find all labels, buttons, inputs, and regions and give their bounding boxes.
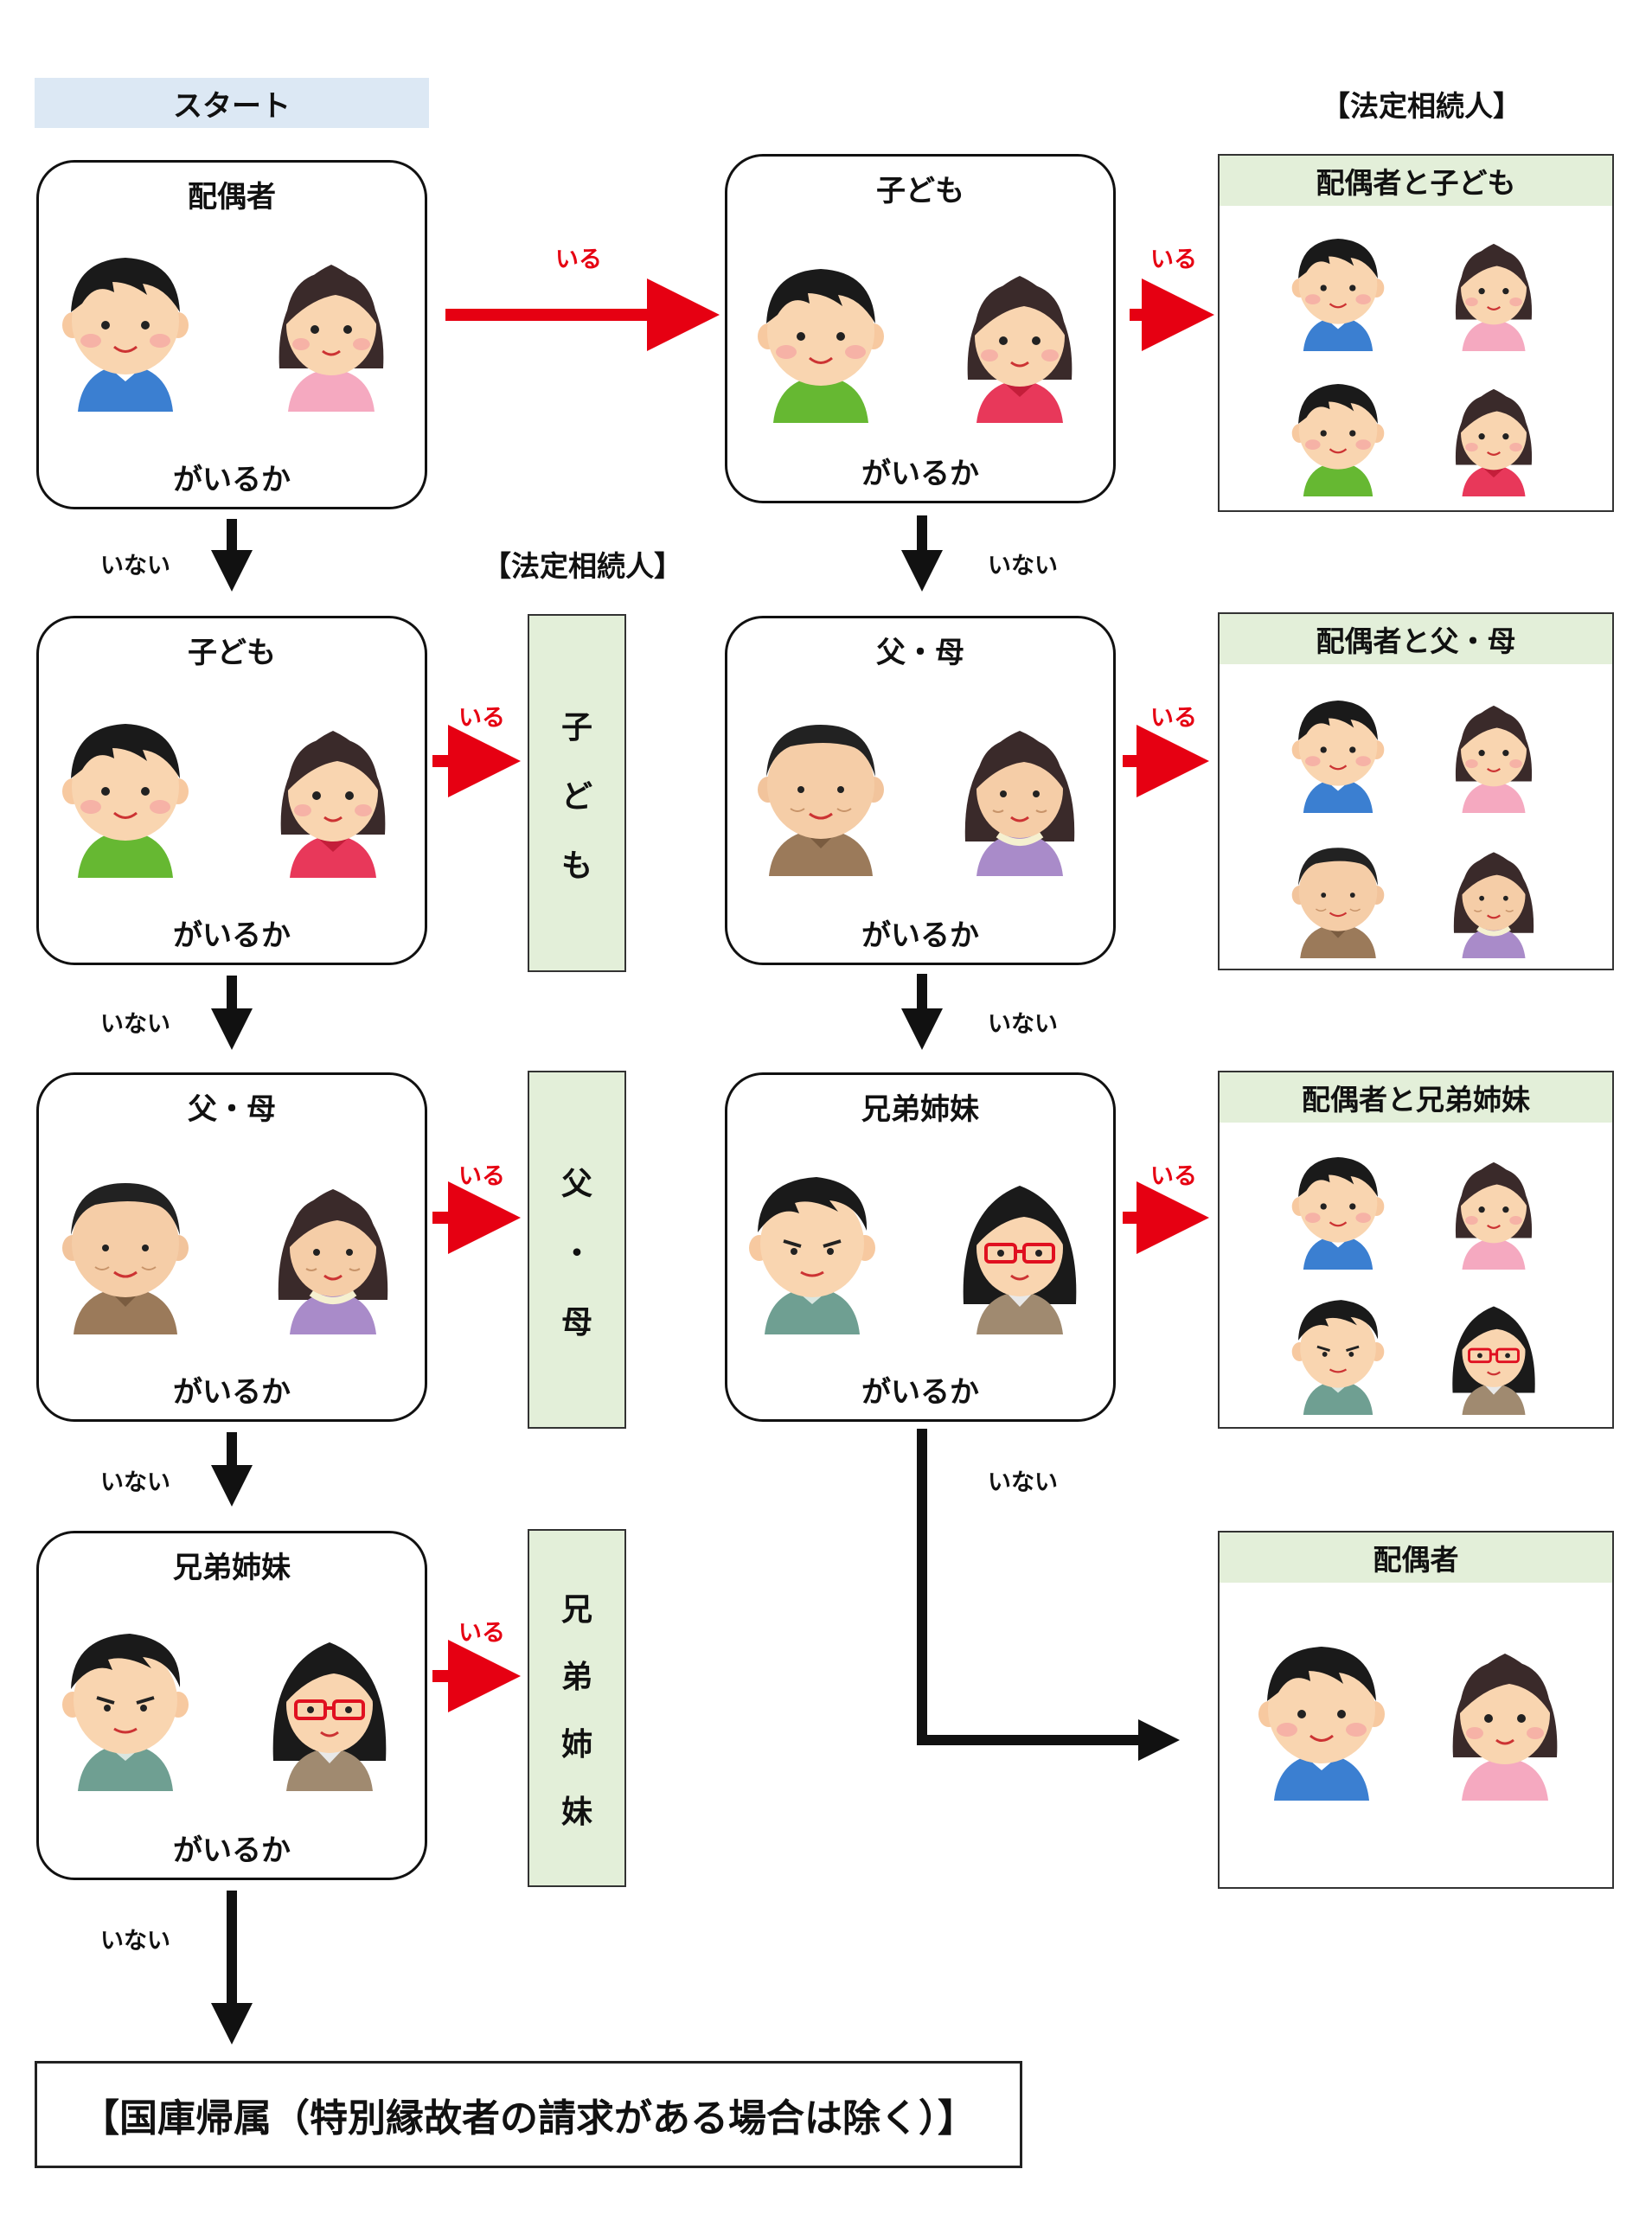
woman-avatar-icon <box>1446 1143 1541 1270</box>
father-avatar-icon <box>1290 832 1386 958</box>
question-siblings: 兄弟姉妹 がいるか <box>36 1531 427 1880</box>
question-parents: 父・母 がいるか <box>36 1072 427 1422</box>
result-char: 姉 <box>560 1727 592 1763</box>
label-no: いない <box>100 1469 170 1496</box>
girl-avatar-icon <box>951 250 1089 423</box>
final-result: 【国庫帰属（特別縁故者の請求がある場合は除く）】 <box>35 2061 1022 2168</box>
heir-header-mid: 【法定相続人】 <box>483 549 682 583</box>
brother-avatar-icon <box>1290 1289 1386 1415</box>
result-title: 配偶者 <box>1220 1533 1612 1583</box>
result-char: ・ <box>560 1236 592 1271</box>
girl-avatar-icon <box>264 705 402 878</box>
question-title: 配偶者 <box>188 180 276 214</box>
sister-avatar-icon <box>1446 1289 1541 1415</box>
question-suffix: がいるか <box>861 918 979 953</box>
result-char: 子 <box>560 710 592 745</box>
man-avatar-icon <box>1290 225 1386 351</box>
mother-avatar-icon <box>264 1161 402 1334</box>
boy-avatar-icon <box>1290 370 1386 496</box>
question-suffix: がいるか <box>173 463 291 497</box>
label-no: いない <box>100 1928 170 1955</box>
result-char: 兄 <box>560 1592 592 1628</box>
result-char: 母 <box>560 1305 592 1341</box>
man-avatar-icon <box>56 239 195 412</box>
question-title: 兄弟姉妹 <box>861 1092 979 1127</box>
man-avatar-icon <box>1290 687 1386 813</box>
result-spouse-and-child: 配偶者と子ども <box>1218 154 1614 512</box>
label-yes: いる <box>458 1620 505 1647</box>
label-no: いない <box>988 553 1058 579</box>
result-char: ど <box>560 779 592 815</box>
result-char: も <box>560 848 592 884</box>
label-yes: いる <box>1150 1163 1197 1190</box>
label-no: いない <box>100 553 170 579</box>
boy-avatar-icon <box>752 250 890 423</box>
question-spouse: 配偶者 がいるか <box>36 160 427 509</box>
result-char: 弟 <box>560 1660 592 1695</box>
question-child: 子ども がいるか <box>36 616 427 965</box>
question-suffix: がいるか <box>173 1375 291 1410</box>
result-char: 妹 <box>560 1795 592 1830</box>
girl-avatar-icon <box>1446 370 1541 496</box>
arrow-no-r3 <box>917 1429 1180 1761</box>
result-title: 配偶者と兄弟姉妹 <box>1220 1072 1612 1123</box>
result-title: 配偶者と子ども <box>1220 156 1612 206</box>
father-avatar-icon <box>752 703 890 876</box>
label-yes: いる <box>1150 246 1197 273</box>
result-siblings-only: 兄 弟 姉 妹 <box>528 1529 626 1887</box>
boy-avatar-icon <box>56 705 195 878</box>
sister-avatar-icon <box>951 1161 1089 1334</box>
result-parents-only: 父 ・ 母 <box>528 1071 626 1429</box>
label-no: いない <box>988 1011 1058 1038</box>
woman-avatar-icon <box>1446 225 1541 351</box>
woman-avatar-icon <box>1436 1628 1574 1801</box>
brother-avatar-icon <box>56 1618 195 1791</box>
question-suffix: がいるか <box>173 918 291 953</box>
result-char: 父 <box>560 1167 592 1202</box>
question-siblings-with-spouse: 兄弟姉妹 がいるか <box>725 1072 1116 1422</box>
brother-avatar-icon <box>743 1161 881 1334</box>
label-no: いない <box>988 1469 1058 1496</box>
question-title: 父・母 <box>188 1092 276 1127</box>
result-child-only: 子 ど も <box>528 614 626 972</box>
question-title: 子ども <box>876 174 964 208</box>
label-yes: いる <box>555 246 602 273</box>
result-spouse-and-siblings: 配偶者と兄弟姉妹 <box>1218 1071 1614 1429</box>
label-no: いない <box>100 1011 170 1038</box>
mother-avatar-icon <box>951 703 1089 876</box>
label-yes: いる <box>458 705 505 732</box>
question-child-with-spouse: 子ども がいるか <box>725 154 1116 503</box>
start-label: スタート <box>35 78 429 128</box>
question-parents-with-spouse: 父・母 がいるか <box>725 616 1116 965</box>
result-title: 配偶者と父・母 <box>1220 614 1612 664</box>
man-avatar-icon <box>1252 1628 1391 1801</box>
heir-header-top: 【法定相続人】 <box>1322 89 1521 123</box>
father-avatar-icon <box>56 1161 195 1334</box>
result-spouse-only: 配偶者 <box>1218 1531 1614 1889</box>
question-suffix: がいるか <box>861 1375 979 1410</box>
sister-avatar-icon <box>260 1618 399 1791</box>
mother-avatar-icon <box>1446 832 1541 958</box>
question-suffix: がいるか <box>861 457 979 491</box>
question-title: 兄弟姉妹 <box>173 1551 291 1585</box>
woman-avatar-icon <box>262 239 400 412</box>
result-spouse-and-parents: 配偶者と父・母 <box>1218 612 1614 970</box>
woman-avatar-icon <box>1446 687 1541 813</box>
question-suffix: がいるか <box>173 1833 291 1868</box>
man-avatar-icon <box>1290 1143 1386 1270</box>
question-title: 父・母 <box>876 636 964 670</box>
label-yes: いる <box>1150 705 1197 732</box>
question-title: 子ども <box>188 636 276 670</box>
label-yes: いる <box>458 1163 505 1190</box>
